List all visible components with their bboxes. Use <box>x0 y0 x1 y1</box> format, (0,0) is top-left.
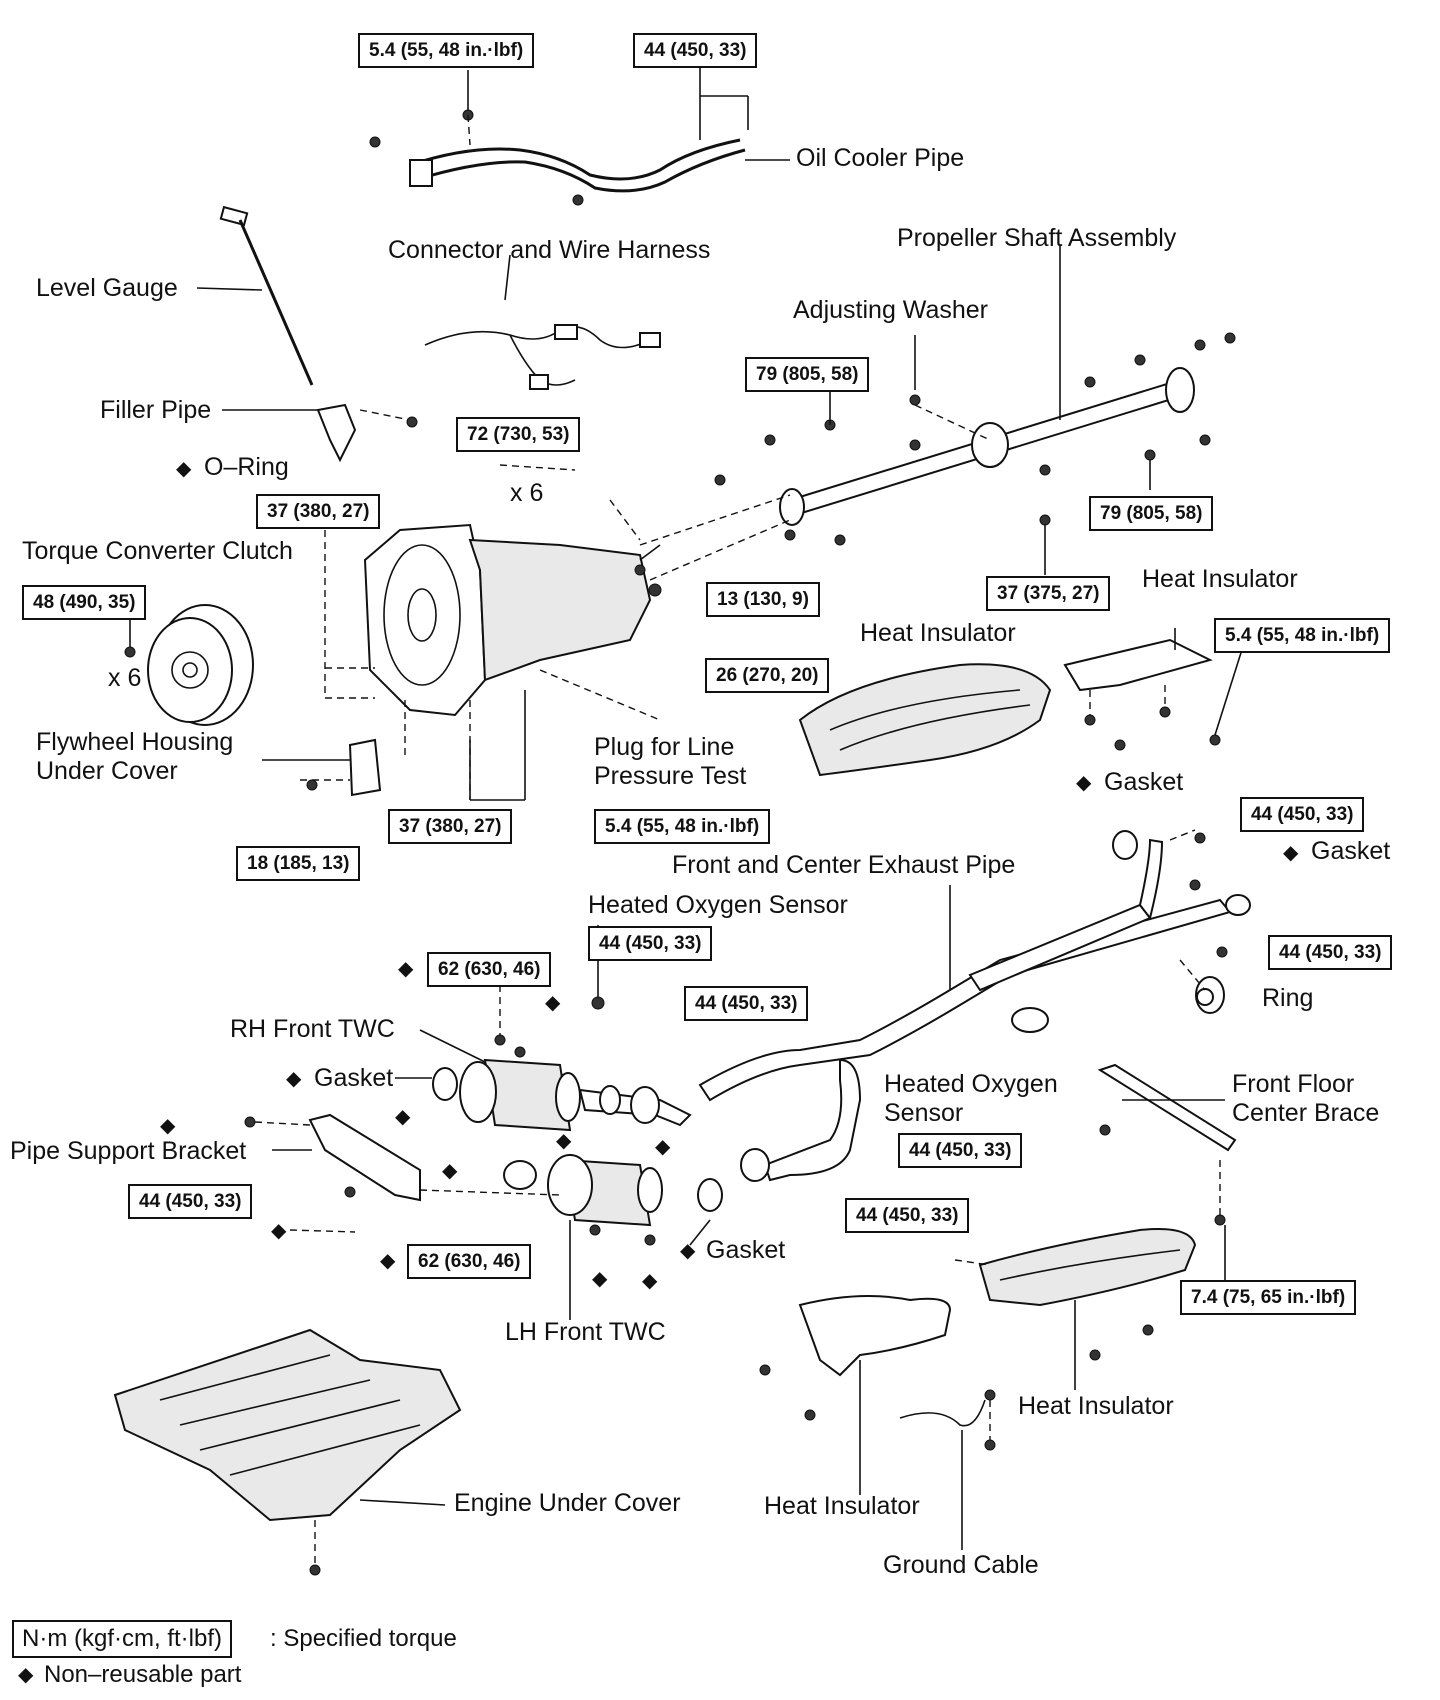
wire-harness-drawing <box>424 254 661 390</box>
torque-box-22: 44 (450, 33) <box>845 1198 970 1233</box>
nonreusable-mark-g: ◆ <box>271 1218 287 1242</box>
torque-box-9: 37 (375, 27) <box>986 576 1111 611</box>
torque-box-18: 44 (450, 33) <box>1268 935 1393 970</box>
nonreusable-mark-gasket-right: ◆ <box>1283 840 1299 864</box>
heat-insulator-upper-drawing <box>798 628 1246 777</box>
torque-box-4: 72 (730, 53) <box>456 417 581 452</box>
lh-front-twc-drawing <box>503 1148 770 1320</box>
label-o-ring: O–Ring <box>204 453 289 481</box>
label-ring: Ring <box>1262 984 1314 1012</box>
label-front-floor-center-brace: Front Floor Center Brace <box>1232 1070 1380 1127</box>
ground-cable-drawing <box>899 1389 996 1550</box>
label-heat-insulator-center: Heat Insulator <box>860 619 1016 647</box>
propeller-shaft-drawing <box>639 245 1236 581</box>
label-rh-front-twc: RH Front TWC <box>230 1015 395 1043</box>
torque-box-3: 79 (805, 58) <box>745 357 870 392</box>
floor-brace-drawing <box>1097 1063 1237 1285</box>
label-gasket-top: Gasket <box>1104 768 1184 796</box>
transmission-drawing <box>363 523 662 717</box>
label-adjusting-washer: Adjusting Washer <box>793 296 988 324</box>
label-front-center-exhaust-pipe: Front and Center Exhaust Pipe <box>672 851 1016 879</box>
nonreusable-mark-gasket-top: ◆ <box>1076 770 1092 794</box>
nonreusable-mark-o-ring: ◆ <box>176 456 192 480</box>
label-gasket-lower: Gasket <box>706 1236 786 1264</box>
exhaust-pipe-drawing <box>698 829 1251 1182</box>
label-connector-wire-harness: Connector and Wire Harness <box>388 236 711 264</box>
torque-box-1: 5.4 (55, 48 in.·lbf) <box>358 33 535 68</box>
torque-box-23: 62 (630, 46) <box>407 1244 532 1279</box>
label-propeller-shaft-assembly: Propeller Shaft Assembly <box>897 224 1177 252</box>
torque-box-11: 26 (270, 20) <box>705 658 830 693</box>
torque-box-20: 44 (450, 33) <box>898 1133 1023 1168</box>
torque-box-24: 7.4 (75, 65 in.·lbf) <box>1180 1280 1357 1315</box>
label-heat-insulator-lower-right: Heat Insulator <box>1018 1392 1174 1420</box>
label-flywheel-housing-under-cover: Flywheel Housing Under Cover <box>36 728 234 785</box>
transmission-guides <box>324 464 661 801</box>
flywheel-cover-drawing <box>262 738 382 797</box>
label-torque-converter-clutch: Torque Converter Clutch <box>22 537 293 565</box>
nonreusable-mark-i: ◆ <box>642 1268 658 1292</box>
label-heated-oxygen-sensor-mid: Heated Oxygen Sensor <box>884 1070 1058 1127</box>
torque-converter-drawing <box>124 604 254 726</box>
label-heated-oxygen-sensor-top: Heated Oxygen Sensor <box>588 891 848 919</box>
nonreusable-mark-e: ◆ <box>160 1113 176 1137</box>
torque-box-21: 44 (450, 33) <box>128 1184 253 1219</box>
label-lh-front-twc: LH Front TWC <box>505 1318 666 1346</box>
label-x6-lower: x 6 <box>108 664 142 692</box>
label-engine-under-cover: Engine Under Cover <box>454 1489 681 1517</box>
label-gasket-left: Gasket <box>314 1064 394 1092</box>
torque-box-5: 37 (380, 27) <box>256 494 381 529</box>
label-filler-pipe: Filler Pipe <box>100 396 212 424</box>
torque-box-10: 5.4 (55, 48 in.·lbf) <box>1214 618 1391 653</box>
label-x6-upper: x 6 <box>510 479 544 507</box>
legend-nonreusable-mark: ◆ <box>18 1662 34 1686</box>
label-level-gauge: Level Gauge <box>36 274 178 302</box>
label-heat-insulator-right: Heat Insulator <box>1142 565 1298 593</box>
label-plug-line-pressure-test: Plug for Line Pressure Test <box>594 733 747 790</box>
torque-box-12: 37 (380, 27) <box>388 809 513 844</box>
torque-box-14: 18 (185, 13) <box>236 846 361 881</box>
heat-insulator-lower-drawing <box>759 1228 1197 1495</box>
torque-box-19: 44 (450, 33) <box>684 986 809 1021</box>
nonreusable-mark-t17: ◆ <box>398 956 414 980</box>
torque-box-6: 79 (805, 58) <box>1089 496 1214 531</box>
rh-front-twc-drawing <box>395 925 692 1132</box>
label-gasket-right: Gasket <box>1311 837 1391 865</box>
nonreusable-mark-b: ◆ <box>395 1104 411 1128</box>
torque-box-2: 44 (450, 33) <box>633 33 758 68</box>
torque-box-13: 5.4 (55, 48 in.·lbf) <box>594 809 771 844</box>
legend-torque-unit: N·m (kgf·cm, ft·lbf) <box>12 1620 232 1658</box>
nonreusable-mark-t23: ◆ <box>380 1248 396 1272</box>
torque-box-15: 44 (450, 33) <box>1240 797 1365 832</box>
nonreusable-mark-h: ◆ <box>592 1266 608 1290</box>
oil-cooler-pipe-drawing <box>369 62 790 206</box>
label-heat-insulator-bottom: Heat Insulator <box>764 1492 920 1520</box>
nonreusable-mark-d: ◆ <box>655 1134 671 1158</box>
torque-box-17: 62 (630, 46) <box>427 952 552 987</box>
label-pipe-support-bracket: Pipe Support Bracket <box>10 1137 247 1165</box>
torque-box-8: 13 (130, 9) <box>706 582 820 617</box>
nonreusable-mark-a: ◆ <box>545 990 561 1014</box>
nonreusable-mark-c: ◆ <box>556 1128 572 1152</box>
label-ground-cable: Ground Cable <box>883 1551 1039 1579</box>
engine-under-cover-drawing <box>113 1328 462 1576</box>
level-gauge-drawing <box>196 205 418 463</box>
torque-box-7: 48 (490, 35) <box>22 585 147 620</box>
nonreusable-mark-gasket-left: ◆ <box>286 1066 302 1090</box>
legend-torque-desc: : Specified torque <box>270 1625 457 1652</box>
label-oil-cooler-pipe: Oil Cooler Pipe <box>796 144 965 172</box>
torque-box-16: 44 (450, 33) <box>588 926 713 961</box>
pipe-support-bracket-drawing <box>244 1113 561 1233</box>
nonreusable-mark-f: ◆ <box>442 1158 458 1182</box>
legend-nonreusable-desc: Non–reusable part <box>44 1661 242 1688</box>
nonreusable-mark-gasket-lower: ◆ <box>680 1238 696 1262</box>
